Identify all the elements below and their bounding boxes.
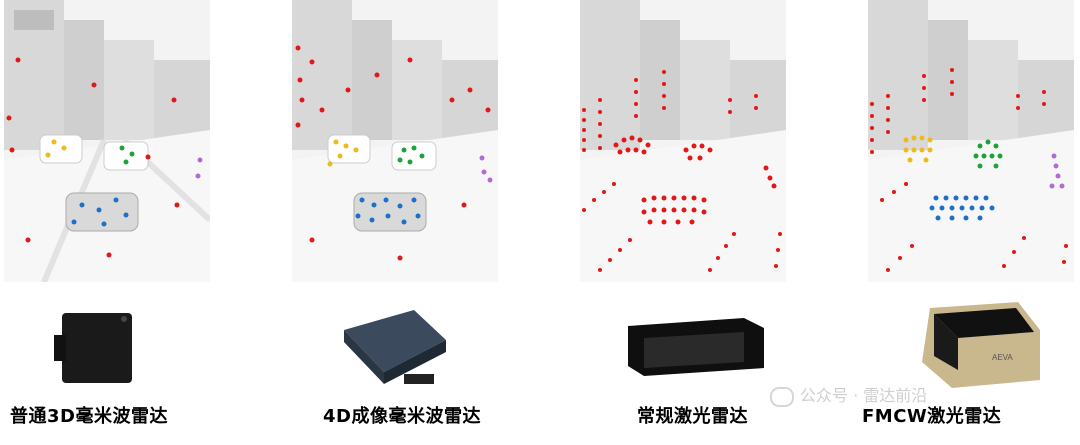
fmcw-lidar-image: AEVA: [918, 300, 1042, 396]
scene-4d-imaging-radar: [292, 0, 498, 282]
street-scene: [868, 0, 1074, 282]
street-scene: [292, 0, 498, 282]
label-fmcw-lidar: FMCW激光雷达: [862, 406, 1002, 427]
label-3d-mmwave-radar: 普通3D毫米波雷达: [10, 406, 168, 427]
label-4d-imaging-radar: 4D成像毫米波雷达: [323, 406, 481, 427]
3d-mmwave-radar-image: [48, 305, 138, 389]
chat-bubble-icon: [770, 386, 794, 407]
conventional-lidar-image: [624, 318, 768, 382]
street-scene: [4, 0, 210, 282]
aeva-logo-text: AEVA: [992, 353, 1013, 362]
scene-conventional-lidar: [580, 0, 786, 282]
scene-3d-mmwave: [4, 0, 210, 282]
watermark: 公众号 · 雷达前沿: [770, 382, 927, 407]
label-conventional-lidar: 常规激光雷达: [637, 406, 748, 427]
street-scene: [580, 0, 786, 282]
scene-fmcw-lidar: [868, 0, 1074, 282]
4d-imaging-radar-image: [334, 300, 454, 394]
